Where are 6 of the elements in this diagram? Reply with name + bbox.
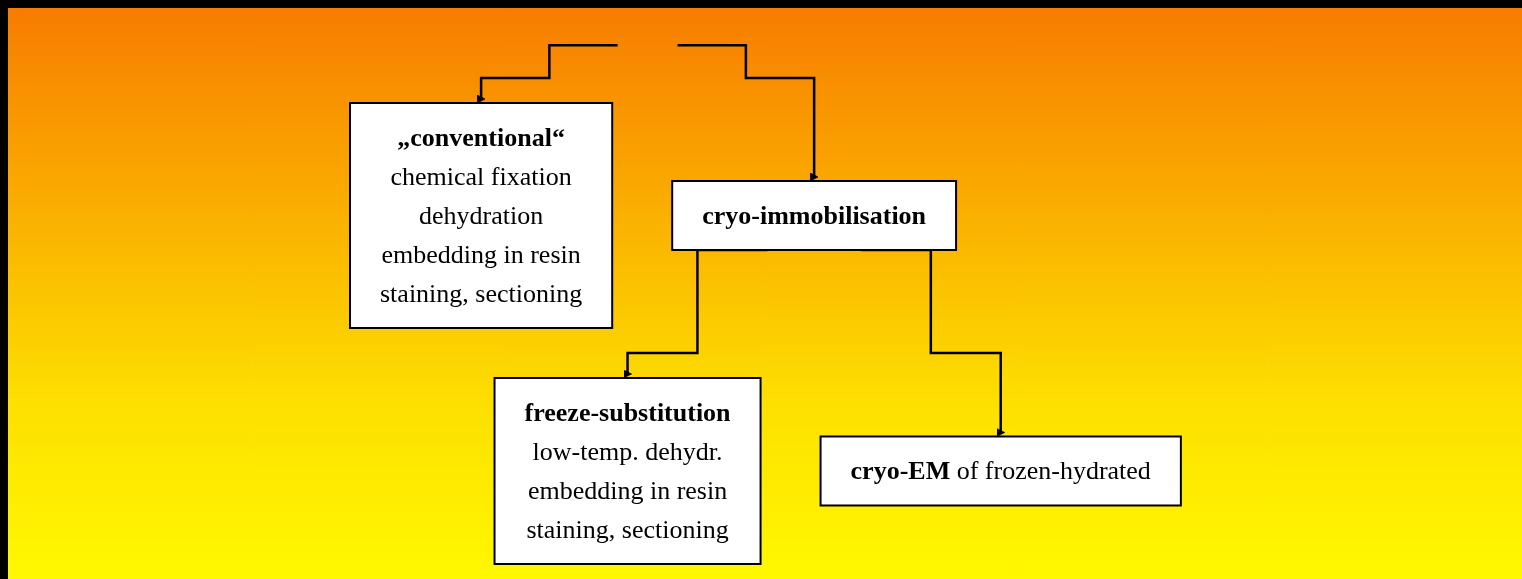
- node-box: cryo-immobilisation: [670, 180, 957, 251]
- arrow: [677, 43, 819, 182]
- node-box: freeze-substitution low-temp. dehydr. embedding in resin staining, sectioning: [493, 377, 762, 565]
- node-box: cryo-EM of frozen-hydrated: [819, 435, 1182, 507]
- node-box: „conventional“ chemical fixation dehydration embedding in resin staining, sectioning: [348, 102, 613, 329]
- arrow: [476, 43, 618, 104]
